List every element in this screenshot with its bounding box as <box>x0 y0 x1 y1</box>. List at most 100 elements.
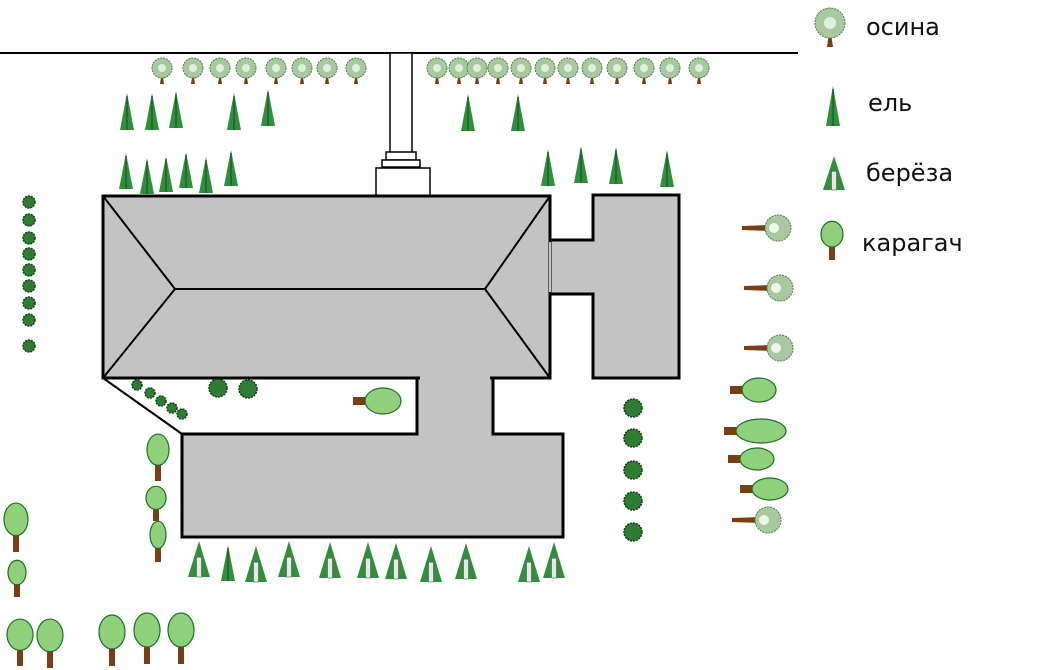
birch-tree-icon <box>385 543 407 580</box>
birch-tree-icon <box>518 546 540 583</box>
aspen-tree-icon <box>744 274 794 302</box>
shrub-icon <box>623 522 643 542</box>
shrub-icon <box>166 402 178 414</box>
legend-spruce-icon <box>826 86 840 126</box>
elm-tree-icon <box>353 387 402 415</box>
spruce-tree-icon <box>224 150 238 186</box>
birch-tree-icon <box>455 543 477 580</box>
east-annex <box>548 193 681 380</box>
spruce-tree-icon <box>145 93 159 130</box>
spruce-tree-icon <box>199 157 213 193</box>
aspen-tree-icon <box>732 506 782 534</box>
aspen-tree-icon <box>557 57 579 84</box>
aspen-tree-icon <box>814 7 846 47</box>
aspen-tree-icon <box>534 57 556 84</box>
aspen-tree-icon <box>742 214 792 242</box>
elm-tree-icon <box>98 614 126 666</box>
legend-elm-icon <box>820 220 844 260</box>
elm-tree-icon <box>730 377 777 403</box>
legend-aspen-icon <box>814 7 846 47</box>
birch-tree-icon <box>357 542 379 579</box>
shrub-icon <box>623 491 643 511</box>
shrub-icon <box>22 213 36 227</box>
legend-label-aspen: осина <box>866 13 940 41</box>
shrub-icon <box>22 195 36 209</box>
elm-tree-icon <box>724 418 787 444</box>
spruce-tree-icon <box>461 94 475 131</box>
aspen-tree-icon <box>151 57 173 84</box>
aspen-tree-icon <box>291 57 313 84</box>
aspen-tree-icon <box>606 57 628 84</box>
aspen-tree-icon <box>744 334 794 362</box>
elm-tree-icon <box>167 612 195 664</box>
shrub-icon <box>22 279 36 293</box>
elm-tree-icon <box>133 612 161 664</box>
shrub-icon <box>22 263 36 277</box>
shrub-icon <box>22 313 36 327</box>
spruce-tree-icon <box>140 158 154 194</box>
aspen-tree-icon <box>581 57 603 84</box>
shrub-icon <box>208 378 228 398</box>
shrub-icon <box>131 379 143 391</box>
legend-birch-icon <box>823 156 845 191</box>
shrub-icon <box>623 460 643 480</box>
elm-tree-icon <box>3 502 29 552</box>
aspen-tree-icon <box>466 57 488 84</box>
spruce-tree-icon <box>826 86 840 126</box>
elm-tree-icon <box>149 520 167 562</box>
spruce-tree-icon <box>574 146 588 183</box>
spruce-tree-icon <box>159 156 173 192</box>
spruce-tree-icon <box>609 147 623 184</box>
spruce-tree-icon <box>120 93 134 130</box>
spruce-tree-icon <box>119 153 133 189</box>
spruce-tree-icon <box>169 91 183 128</box>
fence-line <box>102 377 183 435</box>
aspen-tree-icon <box>426 57 448 84</box>
spruce-tree-icon <box>511 94 525 131</box>
spruce-tree-icon <box>660 150 674 187</box>
spruce-tree-icon <box>261 89 275 126</box>
shrub-icon <box>238 379 258 399</box>
shrub-icon <box>22 247 36 261</box>
birch-tree-icon <box>319 542 341 579</box>
shrub-icon <box>623 398 643 418</box>
legend-label-spruce: ель <box>868 89 913 117</box>
elm-tree-icon <box>145 485 167 521</box>
birch-tree-icon <box>278 541 300 578</box>
approach-path <box>375 52 431 197</box>
birch-tree-icon <box>543 542 565 579</box>
aspen-tree-icon <box>182 57 204 84</box>
elm-tree-icon <box>728 447 775 471</box>
elm-tree-icon <box>146 433 170 481</box>
roof-lines <box>102 195 551 379</box>
aspen-tree-icon <box>487 57 509 84</box>
birch-tree-icon <box>188 541 210 578</box>
legend-label-elm: карагач <box>862 229 963 257</box>
aspen-tree-icon <box>448 57 470 84</box>
shrub-icon <box>22 296 36 310</box>
aspen-tree-icon <box>265 57 287 84</box>
legend-label-birch: берёза <box>866 159 954 187</box>
aspen-tree-icon <box>209 57 231 84</box>
shrub-icon <box>144 387 156 399</box>
aspen-tree-icon <box>235 57 257 84</box>
shrub-icon <box>623 428 643 448</box>
shrub-icon <box>155 395 167 407</box>
aspen-tree-icon <box>316 57 338 84</box>
shrub-icon <box>176 408 188 420</box>
spruce-tree-icon <box>179 152 193 188</box>
aspen-tree-icon <box>659 57 681 84</box>
birch-tree-icon <box>823 156 845 191</box>
elm-tree-icon <box>740 477 789 501</box>
birch-tree-icon <box>420 546 442 583</box>
elm-tree-icon <box>820 220 844 260</box>
aspen-tree-icon <box>633 57 655 84</box>
birch-tree-icon <box>245 546 267 583</box>
elm-tree-icon <box>6 618 34 666</box>
shrub-icon <box>22 231 36 245</box>
spruce-tree-icon <box>541 149 555 186</box>
aspen-tree-icon <box>688 57 710 84</box>
south-wing <box>180 376 565 539</box>
main-building <box>101 194 552 380</box>
